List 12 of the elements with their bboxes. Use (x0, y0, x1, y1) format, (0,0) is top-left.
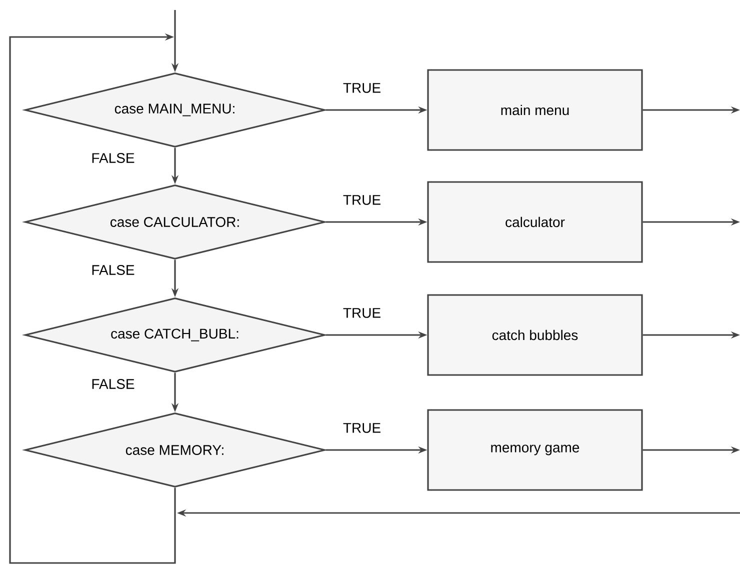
process-box: main menu (427, 69, 643, 151)
edge-label: TRUE (342, 307, 382, 319)
process-box: calculator (427, 181, 643, 263)
edge-label: TRUE (342, 422, 382, 434)
edge-label: FALSE (90, 152, 136, 164)
edge-label: TRUE (342, 194, 382, 206)
loop-arrow (9, 33, 176, 564)
edge-label: TRUE (342, 82, 382, 94)
process-box: catch bubbles (427, 294, 643, 376)
edge-label: FALSE (90, 264, 136, 276)
edge-label: FALSE (90, 378, 136, 390)
process-box: memory game (427, 409, 643, 491)
